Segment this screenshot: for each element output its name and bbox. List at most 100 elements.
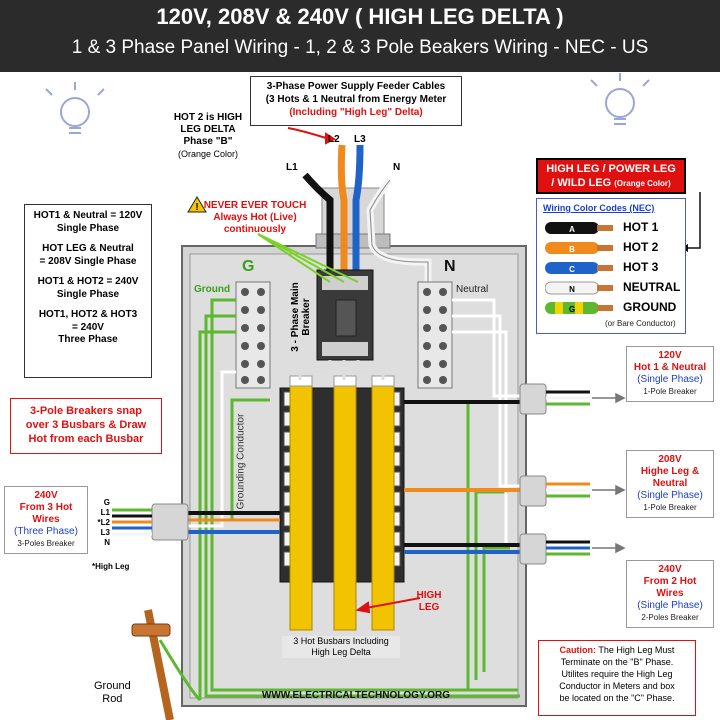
caution-box: Caution: The High Leg Must Terminate on … (538, 640, 696, 716)
high-leg-footnote: *High Leg (92, 562, 130, 571)
hot2-note-line1: HOT 2 is HIGH (173, 112, 243, 123)
hot2-note-line2: LEG DELTA (180, 124, 236, 135)
l2-label: L2 (328, 134, 340, 145)
busbar-b (333, 379, 357, 631)
legend-tag: A (569, 225, 575, 234)
legend-name: NEUTRAL (623, 280, 681, 294)
circuit-box-208v: 208V Highe Leg & Neutral (Single Phase) … (626, 450, 714, 518)
circuit-phase: (Single Phase) (637, 374, 703, 385)
circuit-desc-2: Neutral (652, 478, 688, 489)
circuit-desc-2: Wires (32, 514, 60, 525)
legend-name: HOT 1 (623, 220, 659, 234)
busbar-a (289, 379, 313, 631)
high-leg-line2b: (Orange Color) (614, 179, 671, 188)
caution-text4: Conductor in Meters and box (559, 681, 675, 691)
circuit-desc: Highe Leg & (640, 466, 700, 477)
legend-item: G GROUND (545, 299, 676, 317)
legend-tag: N (569, 285, 575, 294)
hot2-note-line4: (Orange Color) (177, 149, 239, 159)
busbar-caption-line2: High Leg Delta (311, 647, 371, 657)
circuit-box-120v: 120V Hot 1 & Neutral (Single Phase) 1-Po… (626, 346, 714, 402)
bulb-icon (590, 73, 650, 125)
circuit-desc: From 3 Hot (19, 502, 73, 513)
high-leg-line2: / WILD LEG (551, 177, 612, 189)
busbar-c (371, 379, 395, 631)
circuit-voltage: 240V (658, 564, 682, 575)
neutral-bar (417, 281, 453, 389)
warning-line3: continuously (223, 224, 287, 235)
bulb-icon (45, 82, 105, 134)
caution-text3: Utilites require the High Leg (561, 669, 673, 679)
website-label: WWW.ELECTRICALTECHNOLOGY.ORG (261, 690, 451, 701)
voltage-d3: Three Phase (58, 334, 118, 345)
voltage-b1: HOT LEG & Neutral (42, 243, 134, 254)
voltage-a2: Single Phase (56, 222, 120, 234)
warning-line2: Always Hot (Live) (213, 212, 297, 223)
feeder-note-line1: 3-Phase Power Supply Feeder Cables (266, 81, 446, 92)
busbar-caption: 3 Hot Busbars Including High Leg Delta (282, 636, 400, 658)
caution-text1: The High Leg Must (596, 645, 675, 655)
circuit-breaker-type: 2-Poles Breaker (641, 613, 699, 622)
neutral-text: Neutral (456, 284, 489, 295)
warning-line1: NEVER EVER TOUCH (203, 200, 307, 211)
legend-item: N NEUTRAL (544, 279, 680, 297)
legend-name: GROUND (623, 300, 677, 314)
voltage-c2: Single Phase (56, 288, 120, 300)
circuit-breaker-type: 3-Poles Breaker (17, 539, 75, 548)
warning-note: NEVER EVER TOUCH Always Hot (Live) conti… (200, 200, 310, 236)
legend-item: B HOT 2 (545, 239, 658, 257)
warning-icon: ! (187, 196, 207, 213)
ground-rod-line1: Ground (94, 680, 131, 692)
circuit-desc-2: Wires (656, 588, 684, 599)
l1-label: L1 (286, 162, 298, 173)
ground-bar (235, 281, 271, 389)
three-pole-line2: over 3 Busbars & Draw (25, 419, 147, 431)
voltage-b2: = 208V Single Phase (39, 255, 137, 267)
wire-label-l3: L3 (100, 528, 110, 537)
voltage-a1: HOT1 & Neutral = 120V (33, 210, 143, 221)
ground-text: Ground (194, 284, 231, 295)
legend-tag: G (569, 305, 575, 314)
caution-text5: be located on the "C" Phase. (559, 693, 675, 703)
feeder-note-line2: (3 Hots & 1 Neutral from Energy Meter (265, 94, 447, 105)
left-wire-labels: G L1 *L2 L3 N (92, 498, 110, 548)
legend-tag: B (569, 245, 575, 254)
circuit-phase: (Three Phase) (14, 526, 78, 537)
ground-bar-label: G (242, 258, 255, 275)
voltage-summary-box: HOT1 & Neutral = 120V Single Phase HOT L… (24, 204, 152, 378)
ground-rod-icon (131, 609, 202, 720)
legend-name: HOT 2 (623, 240, 659, 254)
high-leg-box: HIGH LEG / POWER LEG / WILD LEG (Orange … (536, 158, 686, 194)
circuit-breaker-type: 1-Pole Breaker (643, 387, 697, 396)
circuit-box-240v-three-phase: 240V From 3 Hot Wires (Three Phase) 3-Po… (4, 486, 88, 554)
caution-head: Caution: (559, 645, 597, 655)
hot2-note-line3: Phase "B" (183, 136, 233, 147)
legend-item: C HOT 3 (545, 259, 658, 277)
l3-label: L3 (354, 134, 366, 145)
circuit-breaker-type: 1-Pole Breaker (643, 503, 697, 512)
high-leg-label: HIGH LEG (416, 590, 442, 613)
busbar-caption-line1: 3 Hot Busbars Including (293, 636, 389, 646)
circuit-voltage: 240V (34, 490, 58, 501)
legend-note: (or Bare Conductor) (605, 319, 676, 328)
voltage-d2: = 240V (72, 321, 104, 333)
legend-tag: C (569, 265, 575, 274)
legend-name: HOT 3 (623, 260, 659, 274)
legend-title: Wiring Color Codes (NEC) (543, 203, 655, 213)
title-banner: 120V, 208V & 240V ( HIGH LEG DELTA ) 1 &… (0, 0, 720, 72)
title-line1: 120V, 208V & 240V ( HIGH LEG DELTA ) (156, 4, 564, 29)
voltage-c1: HOT1 & HOT2 = 240V (37, 276, 139, 287)
circuit-voltage: 208V (658, 454, 682, 465)
legend-item: A HOT 1 (545, 219, 658, 237)
three-pole-note: 3-Pole Breakers snap over 3 Busbars & Dr… (10, 398, 162, 454)
svg-text:!: ! (195, 202, 198, 213)
caution-text2: Terminate on the "B" Phase. (560, 657, 674, 667)
circuit-phase: (Single Phase) (637, 600, 703, 611)
circuit-phase: (Single Phase) (637, 490, 703, 501)
hot2-note: HOT 2 is HIGH LEG DELTA Phase "B" (Orang… (150, 112, 266, 160)
title-line2: 1 & 3 Phase Panel Wiring - 1, 2 & 3 Pole… (71, 37, 649, 58)
n-label: N (393, 162, 401, 173)
circuit-box-240v: 240V From 2 Hot Wires (Single Phase) 2-P… (626, 560, 714, 628)
wire-label-g: G (103, 498, 110, 507)
